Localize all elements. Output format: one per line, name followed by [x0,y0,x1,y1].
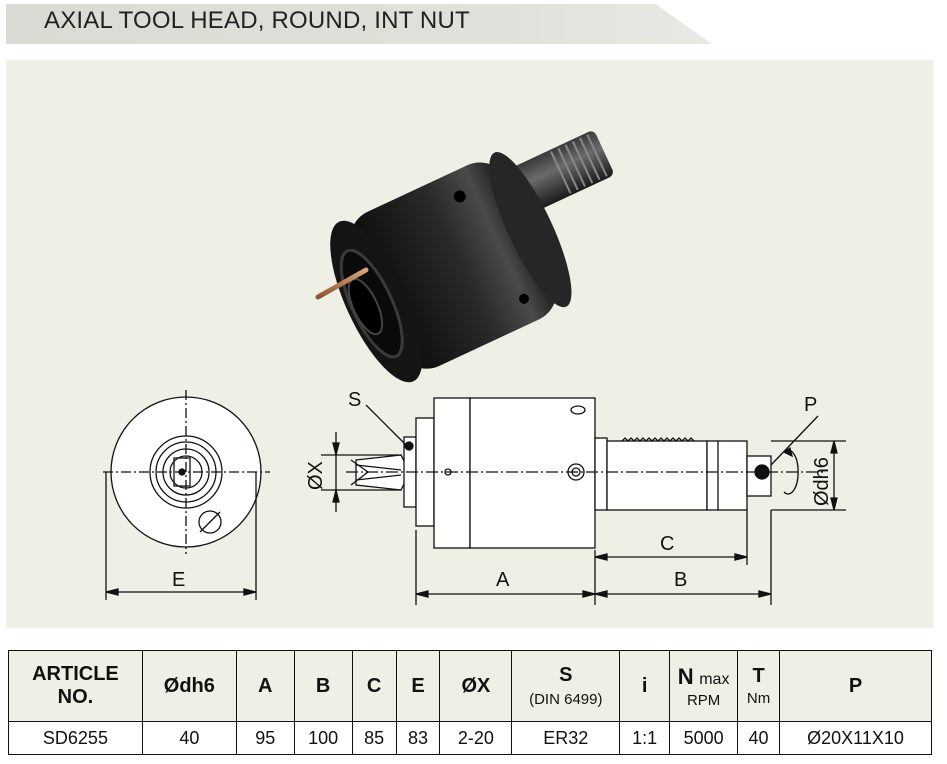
cell-dh6: 40 [141,721,237,755]
header-b: B [293,650,353,722]
drawing-panel: S P ØX Ødh6 E A B C [6,60,933,628]
header-e: E [395,650,441,722]
side-view [321,397,846,605]
label-s: S [348,389,361,411]
label-x: ØX [305,461,327,490]
label-dh6: Ødh6 [811,457,833,506]
header-p: P [779,650,932,722]
cell-p: Ø20X11X10 [779,721,932,755]
header-a: A [235,650,295,722]
header-dh6: Ødh6 [141,650,237,722]
label-p: P [804,394,817,416]
page-title: AXIAL TOOL HEAD, ROUND, INT NUT [44,7,470,34]
header-c: C [351,650,397,722]
cell-s: ER32 [511,721,621,755]
cell-i: 1:1 [619,721,671,755]
cell-c: 85 [351,721,397,755]
label-a: A [496,569,510,591]
cell-a: 95 [235,721,295,755]
cell-x: 2-20 [439,721,513,755]
product-photo [315,131,613,383]
cell-t: 40 [737,721,781,755]
table-row: SD6255 40 95 100 85 83 2-20 ER32 1:1 500… [8,721,932,755]
label-b: B [674,569,687,591]
cell-e: 83 [395,721,441,755]
technical-drawing: S P ØX Ødh6 E A B C [103,389,846,605]
front-view [103,390,270,600]
label-c: C [660,533,674,555]
label-e: E [172,569,185,591]
header-i: i [619,650,671,722]
cell-b: 100 [293,721,353,755]
header-x: ØX [439,650,513,722]
header-s: S(DIN 6499) [511,650,621,722]
cell-article: SD6255 [8,721,143,755]
cell-n: 5000 [669,721,739,755]
title-bar [6,4,712,44]
